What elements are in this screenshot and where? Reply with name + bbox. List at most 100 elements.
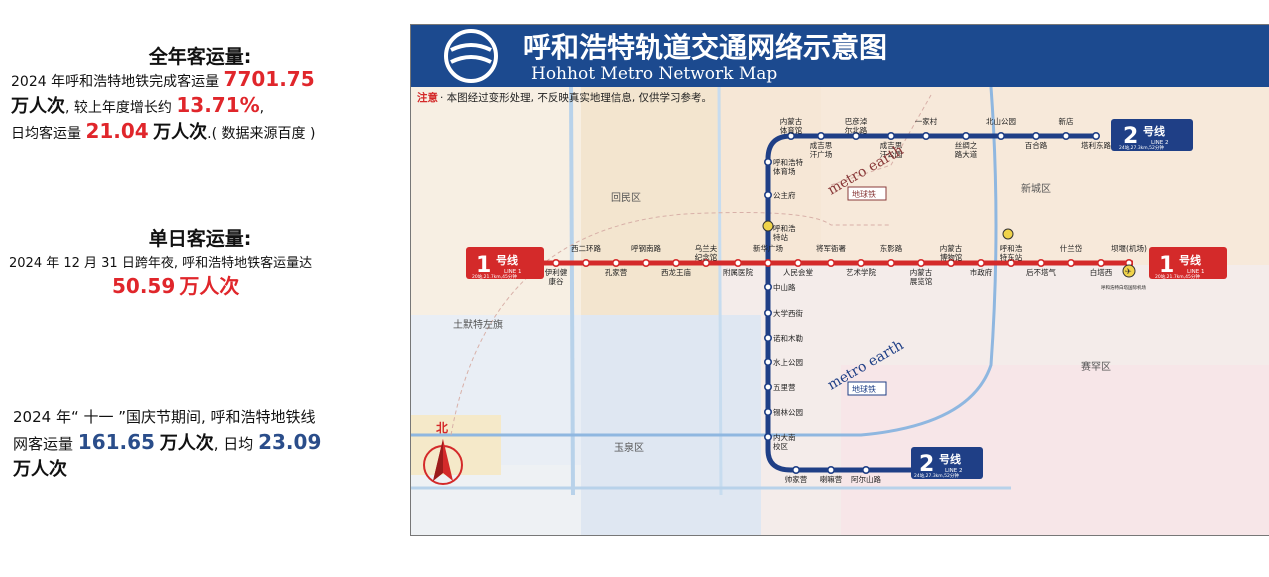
station-marker[interactable] [976,259,985,268]
line-2-number: 2 [1123,124,1138,149]
station-marker[interactable] [961,132,970,141]
district-yuquan-bg [581,315,761,535]
station-marker[interactable] [921,132,930,141]
station-marker[interactable] [851,132,860,141]
daily-average-value: 21.04 [85,119,149,143]
station-label: 内蒙古 [910,267,933,277]
station-marker[interactable] [826,259,835,268]
station-marker[interactable] [916,259,925,268]
station-marker[interactable] [582,259,591,268]
station-marker[interactable] [1066,259,1075,268]
line-2-label: 号线 [1143,124,1165,138]
watermark-lower-badge: 地球铁 [847,381,887,396]
station-marker[interactable] [763,357,772,366]
station-marker[interactable] [612,259,621,268]
station-marker[interactable] [1096,259,1105,268]
district-southwest-bg [411,415,501,475]
station-marker[interactable] [946,259,955,268]
metro-map: 呼和浩特轨道交通网络示意图 Hohhot Metro Network Map 注… [410,24,1269,536]
station-marker[interactable] [642,259,651,268]
holiday-text: 2024 年“ 十一 ”国庆节期间, 呼和浩特地铁线 [13,408,316,426]
station-marker[interactable] [1091,132,1100,141]
station-marker[interactable] [1036,259,1045,268]
station-marker[interactable] [733,259,742,268]
river-line [717,86,723,496]
station-label: 体育馆 [780,125,803,135]
line-2-info: 24站,27.3km,52分钟 [914,472,959,479]
peak-ridership-value: 50.59 [112,274,176,298]
station-marker[interactable] [886,132,895,141]
station-marker[interactable] [552,259,561,268]
station-marker[interactable] [763,308,772,317]
station-marker[interactable] [763,333,772,342]
railway-station-icon [1002,228,1014,240]
station-marker[interactable] [763,158,772,167]
station-label: 呼和浩特 [773,157,803,167]
station-marker[interactable] [763,191,772,200]
station-marker[interactable] [816,132,825,141]
daily-average-label: 日均客运量 [11,126,81,142]
station-marker[interactable] [763,432,772,441]
station-label: 内大南 [773,432,796,442]
station-marker[interactable] [1061,132,1070,141]
ring-road [411,86,998,437]
station-marker[interactable] [791,465,800,474]
station-label: 艺术学院 [846,267,876,277]
station-marker[interactable] [1006,259,1015,268]
north-label: 北 [436,420,448,435]
district-label: 新城区 [1021,182,1051,195]
daily-average-unit: 万人次 [153,122,208,143]
line-2-route [765,133,1096,473]
airport-icon: ✈ [1122,264,1136,278]
station-marker[interactable] [886,259,895,268]
station-marker[interactable] [763,382,772,391]
station-marker[interactable] [826,465,835,474]
statistics-panel: 全年客运量: 2024 年呼和浩特地铁完成客运量 7701.75 万人次, 较上… [0,0,410,577]
station-marker[interactable] [763,282,772,291]
line-1-label: 号线 [496,253,518,267]
station-label: 汗广场 [810,149,833,159]
station-label: 博物馆 [940,252,963,262]
station-label: 五里营 [773,382,796,392]
station-label: 西二环路 [571,243,601,253]
holiday-mid: , 日均 [213,435,254,453]
station-marker[interactable] [701,259,710,268]
line-1-number: 1 [1159,253,1174,278]
station-label: 北山公园 [986,116,1016,126]
station-label: 伊利健 [545,267,568,277]
station-label: 路大道 [955,149,978,159]
station-marker[interactable] [793,259,802,268]
annual-heading: 全年客运量: [148,46,252,68]
station-label: 展览馆 [910,276,933,286]
station-label: 公主府 [773,190,796,200]
station-marker[interactable] [671,259,680,268]
peak-ridership-unit: 万人次 [179,274,240,298]
line-1-badge-west: 1 号线 LINE 1 20站,21.7km,45分钟 [466,247,544,280]
metro-logo-icon [444,29,498,83]
station-label: 巴彦淖 [845,116,868,126]
station-label: 新店 [1059,116,1075,126]
notice-text: · 本图经过变形处理, 不反映真实地理信息, 仅供学习参考。 [440,91,712,104]
station-label: 市政府 [970,267,993,277]
station-label: 附属医院 [723,267,753,277]
station-marker[interactable] [856,259,865,268]
station-label: 成吉思 [880,140,903,150]
station-marker[interactable] [763,259,772,268]
station-label: 什兰岱 [1060,243,1083,253]
station-label: 呼和浩 [1000,243,1023,253]
station-label: 成吉思 [810,140,833,150]
station-marker[interactable] [996,132,1005,141]
station-marker[interactable] [861,465,870,474]
district-label: 玉泉区 [614,441,644,454]
station-marker[interactable] [763,407,772,416]
north-arrow-icon [423,439,463,485]
map-canvas: 呼和浩特轨道交通网络示意图 Hohhot Metro Network Map 注… [411,25,1269,535]
station-marker[interactable] [786,132,795,141]
holiday-paragraph: 2024 年“ 十一 ”国庆节期间, 呼和浩特地铁线 网客运量 161.65 万… [13,405,413,482]
annual-text: 2024 年呼和浩特地铁完成客运量 [11,74,220,90]
river-line [569,86,575,496]
station-marker[interactable] [1031,132,1040,141]
annual-ridership-value: 7701.75 [223,67,315,91]
station-label: 特东站 [1000,252,1023,262]
station-label: 新华广场 [753,243,783,253]
